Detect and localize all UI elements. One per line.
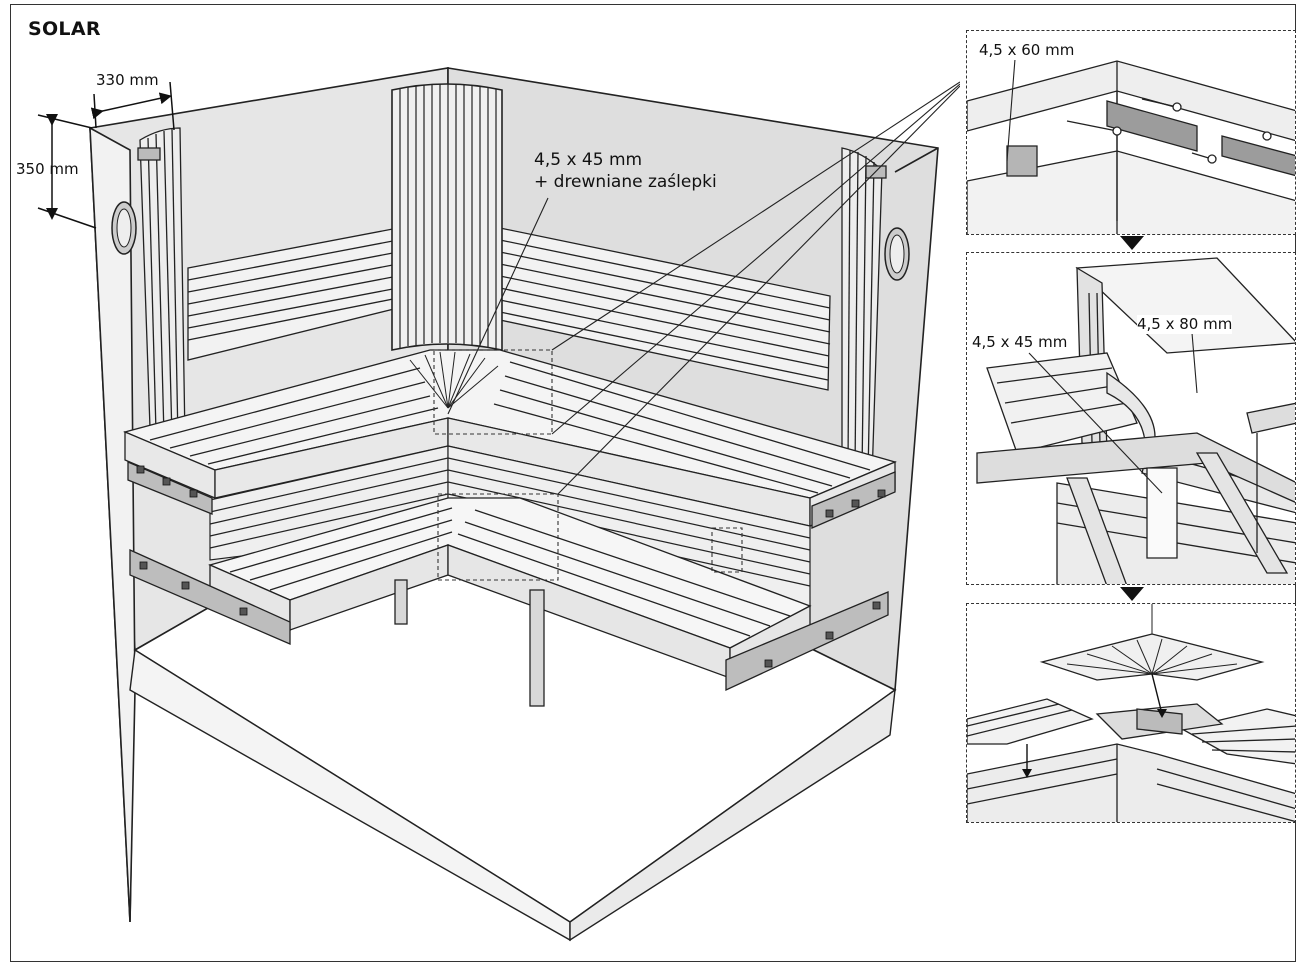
sauna-drawing [37, 67, 960, 942]
detail-panel-2: 4,5 x 45 mm 4,5 x 80 mm [966, 252, 1296, 585]
corner-panel [391, 83, 503, 351]
dimension-width [90, 81, 175, 131]
step-arrow-1 [1120, 236, 1144, 250]
dimension-height [37, 114, 97, 229]
step-arrow-2 [1120, 587, 1144, 601]
end-column-left [137, 127, 186, 441]
screw-label-line1: 4,5 x 45 mm [534, 150, 643, 170]
diagram-title: SOLAR [28, 18, 101, 40]
height-dimension-label: 350 mm [16, 160, 79, 178]
detail-callouts [433, 349, 743, 581]
detail-panel-1: 4,5 x 60 mm [966, 30, 1296, 235]
width-dimension-label: 330 mm [96, 71, 159, 89]
backrest-left [187, 227, 399, 361]
upper-bench [123, 349, 897, 527]
detail-panel-3 [966, 603, 1296, 823]
panel2-screw-label-2: 4,5 x 80 mm [1137, 315, 1233, 334]
bench-legs [394, 579, 545, 707]
screw-label-line2: + drewniane zaślepki [534, 172, 717, 192]
panel1-screw-label: 4,5 x 60 mm [979, 41, 1075, 60]
panel2-screw-label-1: 4,5 x 45 mm [972, 333, 1068, 352]
